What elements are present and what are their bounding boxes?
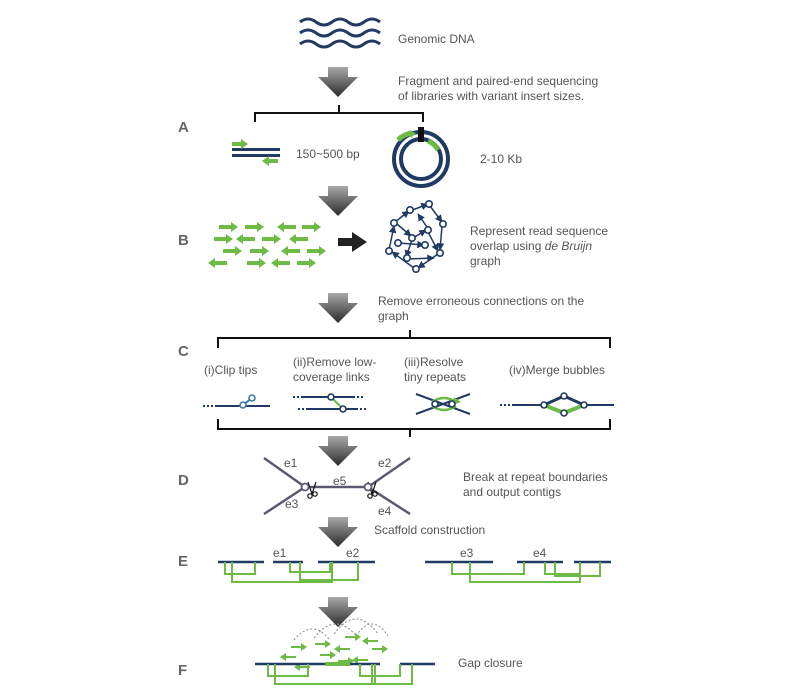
step-label-d: D [178,472,189,489]
debruijn-text-line2-em: de Bruijn [544,239,593,253]
remove-text-line2: graph [378,309,409,323]
edge-label-e1-d: e1 [284,456,298,470]
edge-label-e5-d: e5 [333,474,347,488]
step-label-f: F [178,662,188,679]
transform-arrow-icon [338,232,367,252]
break-text-line1: Break at repeat boundaries [463,470,608,484]
reads-cluster-icon [208,222,326,268]
long-insert-label: 2-10 Kb [480,152,523,166]
step-label-c: C [178,343,189,360]
edge-label-e2-e: e2 [346,546,360,560]
genomic-dna-icon [299,17,381,49]
low-coverage-links-icon [293,393,368,413]
edge-label-e3-d: e3 [285,497,299,511]
remove-low-label-1: (ii)Remove low- [293,355,377,369]
debruijn-graph-icon [388,202,445,269]
edge-label-e3-e: e3 [460,546,474,560]
edge-label-e1-e: e1 [273,546,287,560]
step-label-b: B [178,232,189,249]
gap-closure-label: Gap closure [458,656,523,670]
merge-label: (iv)Merge bubbles [509,363,606,377]
circular-library-icon [392,127,450,188]
short-insert-pair-icon [232,139,280,166]
resolve-label-1: (iii)Resolve [404,355,464,369]
step-label-e: E [178,553,189,570]
merge-bubbles-icon [500,392,614,417]
process-arrow-icon [318,67,358,627]
scaffold-label: Scaffold construction [374,523,486,537]
remove-text-line1: Remove erroneous connections on the [378,294,585,308]
short-insert-label: 150~500 bp [296,147,360,161]
clip-tips-label: (i)Clip tips [204,363,258,377]
debruijn-node-icon [384,200,447,273]
fragment-text-line1: Fragment and paired-end sequencing [398,74,599,88]
debruijn-text-line2-pre: overlap using [470,239,545,253]
bracket-c-top [217,330,611,348]
resolve-label-2: tiny repeats [404,370,467,384]
step-label-a: A [178,119,189,136]
scaffold-left-icon [218,560,375,583]
clip-tips-icon [203,394,270,409]
bracket-a [254,105,424,122]
gap-scaffold-icon [255,662,435,685]
tiny-repeats-icon [415,393,471,415]
repeat-node-icon [300,482,373,492]
genomic-dna-label: Genomic DNA [398,32,475,46]
edge-label-e4-e: e4 [533,546,547,560]
remove-low-label-2: coverage links [293,370,370,384]
break-text-line2: and output contigs [463,485,562,499]
gap-closure-links-icon [293,618,389,641]
bracket-c-bottom [217,419,611,437]
debruijn-text-line3: graph [470,254,501,268]
scaffold-right-icon [425,560,611,583]
edge-label-e2-d: e2 [378,456,392,470]
gap-reads-icon [280,633,388,671]
fragment-text-line2: of libraries with variant insert sizes. [398,89,585,103]
debruijn-text-line2: overlap using de Bruijn [470,239,592,254]
repeat-graph-icon [263,456,411,516]
edge-label-e4-d: e4 [378,504,392,518]
debruijn-text-line1: Represent read sequence [470,224,609,238]
